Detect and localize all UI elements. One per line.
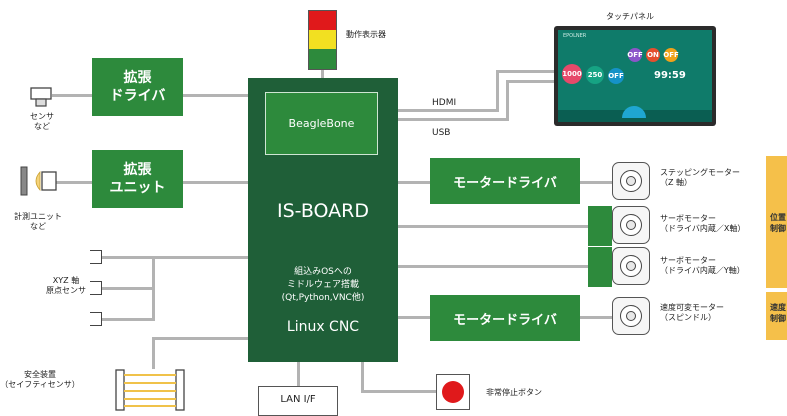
wire-estop-h — [361, 390, 436, 393]
stepping-line-2: （Z 軸） — [660, 178, 740, 188]
sensor-icon — [30, 86, 54, 108]
wire-board-servo-x — [398, 225, 588, 228]
wire-estop-v — [361, 362, 364, 392]
wire-safety-h — [152, 337, 248, 340]
os-text: 組込みOSへの ミドルウェア搭載 (Qt,Python,VNC他) — [248, 266, 398, 305]
position-control-line-1: 位置 — [770, 212, 786, 223]
signal-tower-label: 動作表示器 — [346, 30, 386, 40]
wire-xyz-2 — [102, 287, 155, 290]
wire-hdmi-top — [496, 70, 554, 73]
screen-tile-3: OFF — [608, 68, 624, 84]
os-line-3: (Qt,Python,VNC他) — [248, 292, 398, 305]
usb-label: USB — [432, 128, 450, 138]
screen-brand: EPOLNER — [563, 33, 586, 39]
wire-hdmi-v — [496, 70, 499, 112]
measuring-unit-line-1: 計測ユニット — [4, 212, 72, 222]
servo-y-label: サーボモーター （ドライバ内蔵／Y軸） — [660, 256, 745, 276]
expansion-driver-line-1: 拡張 — [124, 69, 152, 87]
spindle-line-1: 速度可変モーター — [660, 303, 724, 313]
wire-board-driver2 — [398, 316, 430, 319]
screen-home-button — [622, 106, 646, 118]
position-control-tab: 位置 制御 — [766, 156, 787, 288]
expansion-unit-line-2: ユニット — [110, 179, 166, 197]
speed-control-line-2: 制御 — [770, 313, 786, 324]
linuxcnc-label: Linux CNC — [248, 319, 398, 335]
servo-x-driver-block — [588, 206, 612, 246]
wire-xyz-1 — [102, 256, 248, 259]
touch-panel-label: タッチパネル — [606, 12, 654, 22]
screen-tile-1: 1000 — [562, 64, 582, 84]
sensor-line-1: センサ — [24, 112, 60, 122]
xyz-line-1: XYZ 軸 — [40, 276, 92, 286]
wire-usb-v — [506, 80, 509, 121]
expansion-driver-box: 拡張 ドライバ — [92, 58, 183, 116]
wire-safety-v — [152, 337, 155, 369]
servo-y-driver-block — [588, 247, 612, 287]
wire-board-servo-y — [398, 265, 588, 268]
servo-x-motor-icon — [612, 206, 650, 244]
wire-sensor-driver — [52, 94, 92, 97]
stepping-motor-label: ステッピングモーター （Z 軸） — [660, 168, 740, 188]
lan-label: LAN I/F — [280, 394, 315, 405]
screen-time: 99:59 — [654, 70, 686, 81]
wire-usb-top — [506, 80, 554, 83]
wire-lan — [297, 362, 300, 386]
servo-y-line-2: （ドライバ内蔵／Y軸） — [660, 266, 745, 276]
stepping-line-1: ステッピングモーター — [660, 168, 740, 178]
measuring-unit-line-2: など — [4, 222, 72, 232]
position-control-line-2: 制御 — [770, 223, 786, 234]
screen-tile-2: 250 — [586, 66, 604, 84]
measuring-unit-label: 計測ユニット など — [4, 212, 72, 232]
servo-x-line-2: （ドライバ内蔵／X軸） — [660, 224, 745, 234]
touch-panel-screen: EPOLNER 1000 250 OFF OFF ON OFF 99:59 — [558, 30, 712, 122]
wire-driver-board — [183, 94, 248, 97]
screen-tile-6: OFF — [664, 48, 678, 62]
screen-tile-4: OFF — [628, 48, 642, 62]
servo-x-label: サーボモーター （ドライバ内蔵／X軸） — [660, 214, 745, 234]
servo-y-line-1: サーボモーター — [660, 256, 745, 266]
safety-label: 安全装置 （セイフティセンサ） — [0, 370, 80, 390]
motor-driver-1: モータードライバ — [430, 158, 580, 204]
origin-sensor-x — [90, 250, 102, 264]
wire-measure-unit — [56, 181, 92, 184]
touch-panel: EPOLNER 1000 250 OFF OFF ON OFF 99:59 — [554, 26, 716, 126]
spindle-label: 速度可変モーター （スピンドル） — [660, 303, 724, 323]
os-line-1: 組込みOSへの — [248, 266, 398, 279]
spindle-motor-icon — [612, 297, 650, 335]
xyz-sensor-label: XYZ 軸 原点センサ — [40, 276, 92, 296]
wire-signal — [321, 70, 324, 78]
servo-x-line-1: サーボモーター — [660, 214, 745, 224]
hdmi-label: HDMI — [432, 98, 456, 108]
servo-y-motor-icon — [612, 247, 650, 285]
origin-sensor-z — [90, 312, 102, 326]
expansion-unit-line-1: 拡張 — [124, 161, 152, 179]
wire-board-driver1 — [398, 181, 430, 184]
sensor-label: センサ など — [24, 112, 60, 132]
wire-driver2-spindle — [580, 316, 612, 319]
safety-curtain-icon — [112, 368, 188, 412]
speed-control-tab: 速度 制御 — [766, 292, 787, 340]
measuring-unit-icon — [20, 166, 58, 196]
stepping-motor-icon — [612, 162, 650, 200]
emergency-stop-label: 非常停止ボタン — [486, 388, 542, 398]
expansion-driver-line-2: ドライバ — [110, 87, 166, 105]
spindle-line-2: （スピンドル） — [660, 313, 724, 323]
safety-line-1: 安全装置 — [0, 370, 80, 380]
emergency-stop-icon — [436, 374, 470, 410]
beaglebone-label: BeagleBone — [289, 117, 355, 130]
os-line-2: ミドルウェア搭載 — [248, 279, 398, 292]
is-board-title: IS-BOARD — [248, 200, 398, 222]
wire-driver1-stepper — [580, 181, 612, 184]
wire-xyz-3 — [102, 318, 155, 321]
screen-tile-5: ON — [646, 48, 660, 62]
beaglebone-box: BeagleBone — [265, 92, 378, 155]
signal-tower-icon — [308, 10, 337, 70]
expansion-unit-box: 拡張 ユニット — [92, 150, 183, 208]
xyz-line-2: 原点センサ — [40, 286, 92, 296]
sensor-line-2: など — [24, 122, 60, 132]
motor-driver-2: モータードライバ — [430, 295, 580, 341]
wire-unit-board — [183, 181, 248, 184]
safety-line-2: （セイフティセンサ） — [0, 380, 80, 390]
speed-control-line-1: 速度 — [770, 302, 786, 313]
